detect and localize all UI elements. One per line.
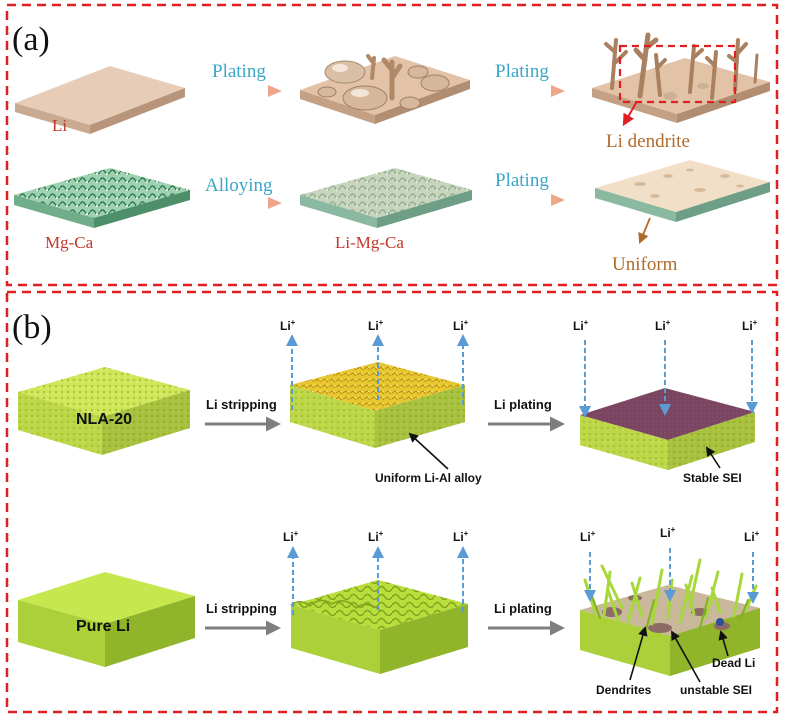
uniform-slab [595, 160, 770, 222]
li-stripping-label-2: Li stripping [206, 601, 277, 616]
pure-li-label: Pure Li [76, 618, 130, 635]
dendrites-label: Dendrites [596, 683, 652, 697]
dendrites-pointer [629, 626, 648, 681]
ion-label: Li+ [453, 318, 469, 333]
plating-label-2: Plating [495, 61, 549, 82]
li-label: Li [52, 116, 67, 135]
plated-slab-droplets [300, 54, 470, 124]
uniform-pointer [638, 217, 651, 244]
plating-label-1: Plating [212, 61, 266, 82]
plating-label-3: Plating [495, 170, 549, 191]
rough-li-slab [290, 580, 468, 674]
dendrite-pointer [622, 102, 637, 127]
ion-label: Li+ [573, 318, 589, 333]
dendrite-li-slab [580, 558, 760, 676]
li-al-alloy-slab [290, 362, 465, 448]
ion-labels: Li+ Li+ Li+ Li+ Li+ Li+ Li+ Li+ Li+ Li+ … [280, 318, 760, 544]
ion-label: Li+ [660, 525, 676, 540]
li-plating-label-1: Li plating [494, 397, 552, 412]
process-arrow-a1-head [268, 85, 282, 97]
mg-ca-label: Mg-Ca [45, 233, 94, 252]
li-plating-label-2: Li plating [494, 601, 552, 616]
process-arrow-a3-head [268, 197, 282, 209]
ion-label: Li+ [744, 529, 760, 544]
ion-label: Li+ [368, 318, 384, 333]
process-arrow-a2-head [551, 85, 565, 97]
panel-b-label: (b) [12, 309, 52, 346]
li-mg-ca-slab [300, 168, 472, 228]
stable-sei-label: Stable SEI [683, 471, 742, 485]
uniform-li-al-label: Uniform Li-Al alloy [375, 471, 482, 485]
ion-label: Li+ [368, 529, 384, 544]
ion-label: Li+ [742, 318, 758, 333]
ion-label: Li+ [655, 318, 671, 333]
sei-pointer [705, 446, 721, 469]
nla-20-slab [18, 367, 190, 455]
dendrite-slab [592, 32, 770, 123]
alloying-label: Alloying [205, 175, 273, 196]
li-foil-slab [15, 66, 185, 134]
ion-label: Li+ [280, 318, 296, 333]
uniform-label: Uniform [612, 254, 678, 275]
ion-flux-arrows-row2 [287, 546, 759, 615]
unstable-sei-pointer [671, 630, 701, 683]
li-mg-ca-label: Li-Mg-Ca [335, 233, 404, 252]
ion-label: Li+ [283, 529, 299, 544]
stable-sei-slab [580, 388, 755, 470]
dendrite-highlight-box [618, 44, 737, 104]
dead-li-pointer [718, 630, 729, 657]
li-stripping-label-1: Li stripping [206, 397, 277, 412]
pure-li-slab [18, 572, 195, 667]
panel-b: (b) Li+ Li+ Li+ Li+ Li+ Li+ Li+ Li+ Li+ … [5, 290, 779, 714]
panel-a: (a) Li Plating Plating [5, 3, 779, 287]
unstable-sei-label: unstable SEI [680, 683, 752, 697]
panel-b-frame [5, 290, 779, 714]
process-arrow-a4-head [551, 194, 565, 206]
mg-ca-mesh-slab [14, 168, 190, 228]
alloy-pointer [408, 432, 449, 470]
ion-label: Li+ [453, 529, 469, 544]
ion-label: Li+ [580, 529, 596, 544]
panel-a-label: (a) [12, 21, 50, 58]
ion-flux-arrows-row1 [286, 334, 758, 418]
dead-li-label: Dead Li [712, 656, 755, 670]
li-dendrite-label: Li dendrite [606, 131, 690, 152]
nla-20-label: NLA-20 [76, 411, 132, 428]
